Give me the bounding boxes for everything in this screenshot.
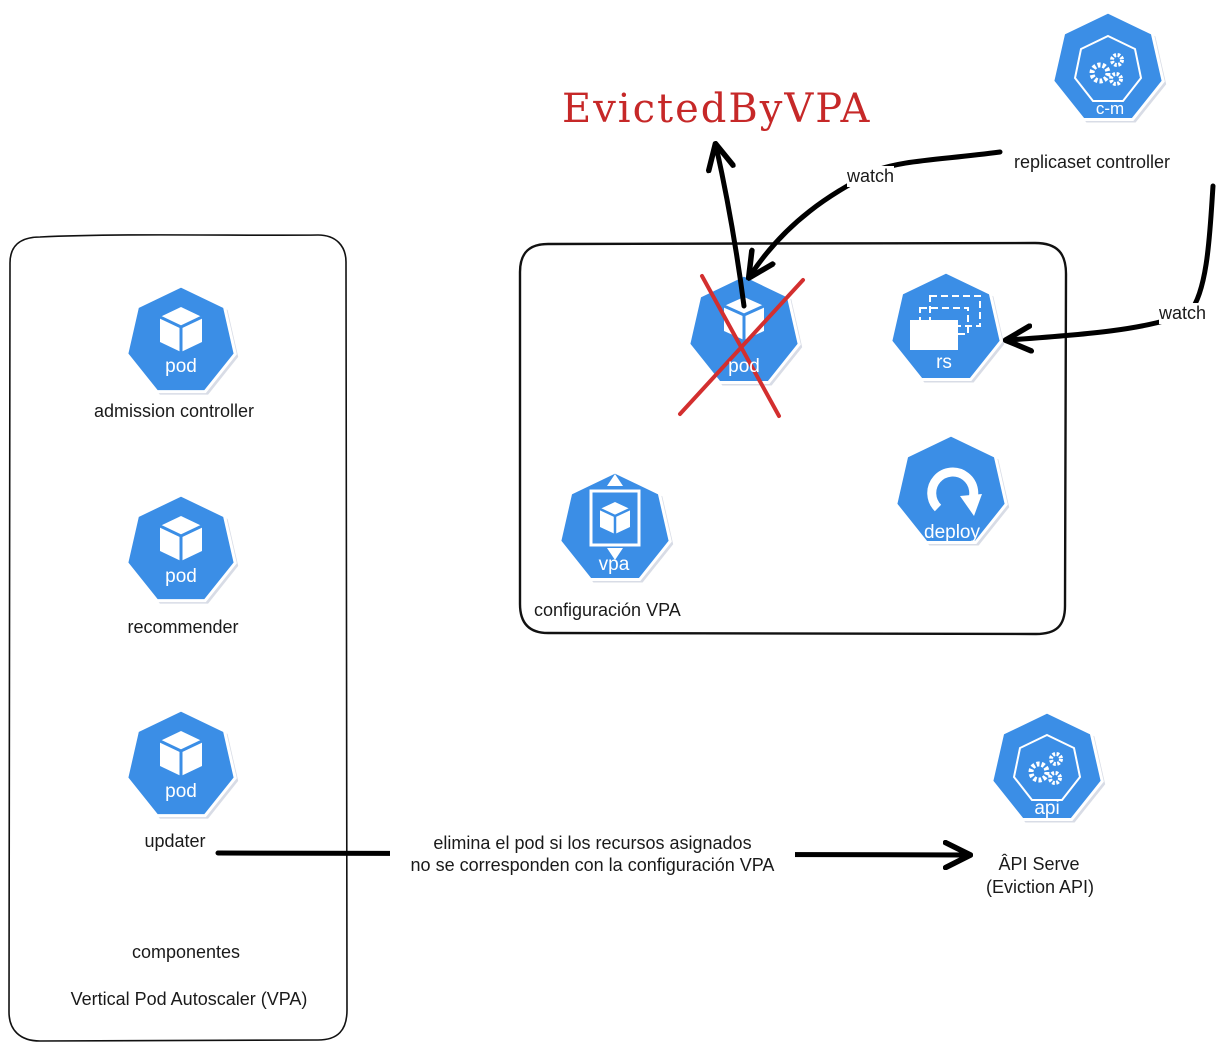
deploy-icon-label: deploy <box>924 522 980 543</box>
updater-label: updater <box>144 831 206 851</box>
api-server-sublabel: (Eviction API) <box>985 877 1095 897</box>
rs-icon-label: rs <box>936 352 952 373</box>
admission-controller-label: admission controller <box>93 401 255 421</box>
pod-icon-label: pod <box>165 356 197 377</box>
cm-icon-label: c-m <box>1095 99 1125 118</box>
vpa-icon <box>558 470 674 583</box>
admission-controller-pod-icon <box>125 284 239 395</box>
controller-manager-icon <box>1051 10 1167 123</box>
api-server-icon <box>990 710 1106 823</box>
vpa-icon-label: vpa <box>598 554 630 575</box>
components-caption: componentes <box>131 942 241 962</box>
vpa-config-caption: configuración VPA <box>534 600 681 620</box>
deploy-icon <box>894 433 1010 546</box>
evict-request-label: elimina el pod si los recursos asignados… <box>390 832 795 876</box>
evicted-title: EvictedByVPA <box>562 86 872 132</box>
recommender-pod-icon <box>125 493 239 604</box>
evicted-pod-icon-label: pod <box>728 356 760 377</box>
replicaset-icon <box>889 270 1005 383</box>
api-icon-label: api <box>1034 798 1060 819</box>
vpa-caption: Vertical Pod Autoscaler (VPA) <box>70 989 308 1009</box>
recommender-label: recommender <box>127 617 239 637</box>
updater-pod-icon <box>125 708 239 819</box>
evict-request-line1: elimina el pod si los recursos asignados <box>433 833 752 853</box>
replicaset-controller-label: replicaset controller <box>1013 152 1171 172</box>
evicted-cross-icon <box>678 274 805 418</box>
vpa-components-panel <box>8 234 348 1042</box>
watch-pod-label: watch <box>847 166 895 187</box>
evicted-arrow <box>716 146 747 309</box>
api-server-label: ÂPI Serve <box>998 854 1080 874</box>
evict-request-line2: no se corresponden con la configuración … <box>410 855 775 875</box>
pod-icon-label: pod <box>165 566 197 587</box>
pod-icon-label: pod <box>165 781 197 802</box>
watch-rs-label: watch <box>1159 303 1207 324</box>
